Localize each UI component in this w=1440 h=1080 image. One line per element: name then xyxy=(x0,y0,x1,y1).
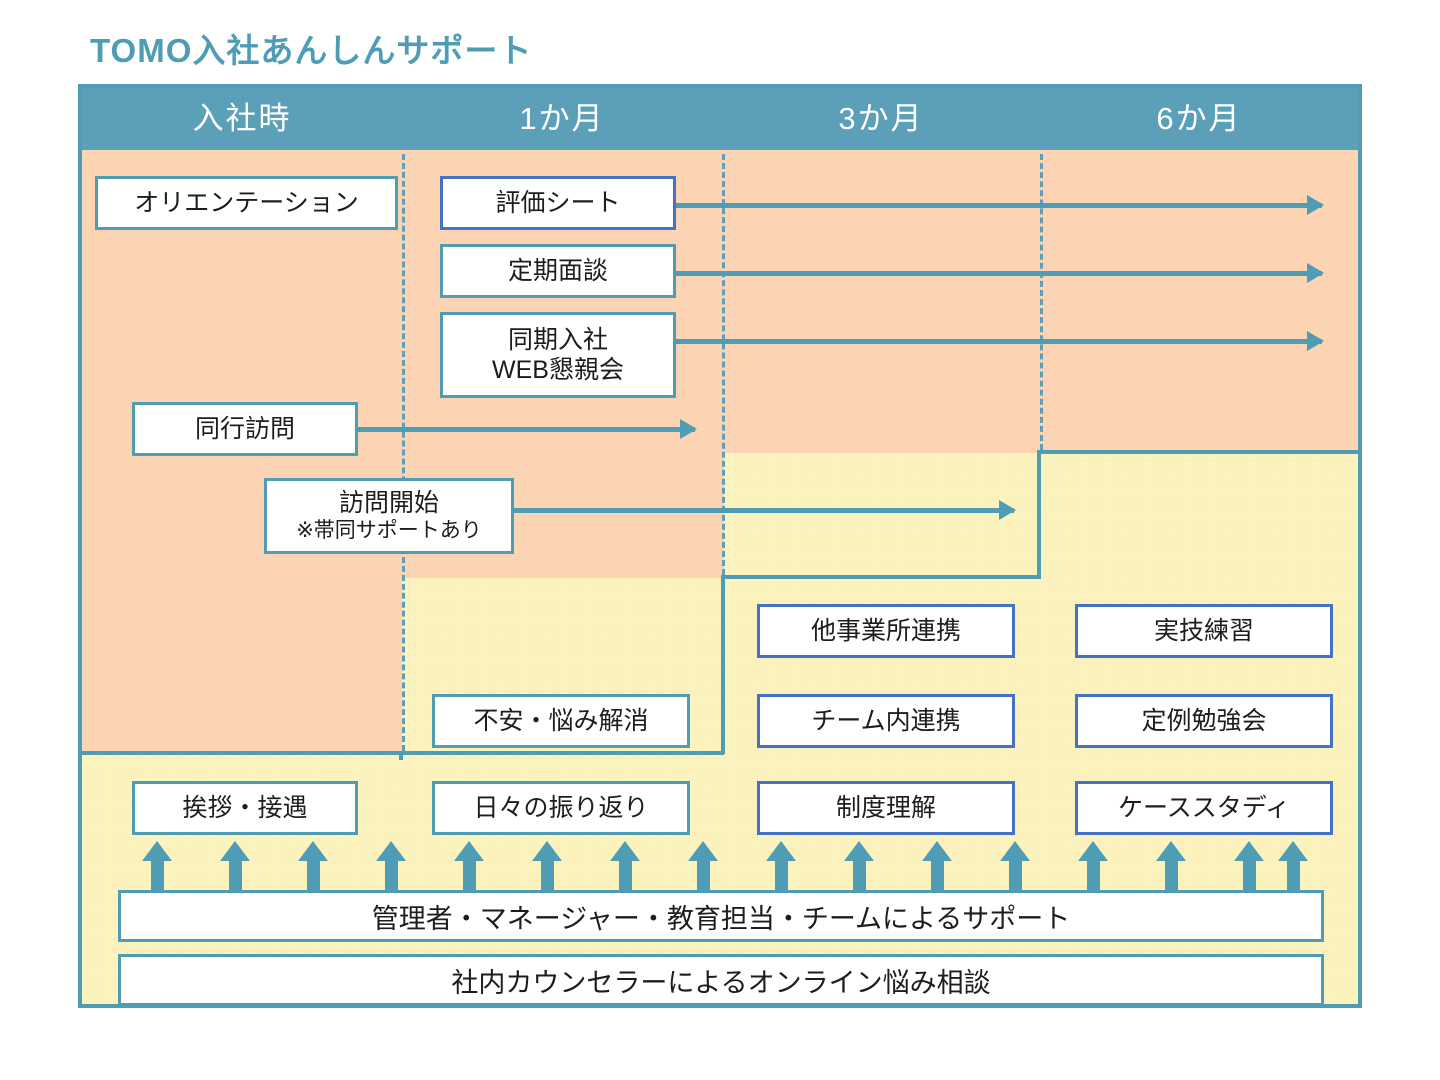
divider-6month xyxy=(1040,154,1043,450)
timeline-header: 入社時 1か月 3か月 6か月 xyxy=(82,88,1358,150)
up-arrow-5 xyxy=(454,841,484,891)
box-team-cooperation[interactable]: チーム内連携 xyxy=(757,694,1015,748)
up-arrow-1 xyxy=(142,841,172,891)
box-accompanied-visit[interactable]: 同行訪問 xyxy=(132,402,358,456)
box-web-party-line1: 同期入社 xyxy=(507,325,608,354)
up-arrow-2 xyxy=(220,841,250,891)
box-daily-reflection[interactable]: 日々の振り返り xyxy=(432,781,690,835)
arrow-web-party xyxy=(674,331,1324,351)
step-edge-h-6mo xyxy=(1040,450,1358,454)
banner-counselor[interactable]: 社内カウンセラーによるオンライン悩み相談 xyxy=(118,954,1324,1006)
box-evaluation-sheet[interactable]: 評価シート xyxy=(440,176,676,230)
box-regular-interview[interactable]: 定期面談 xyxy=(440,244,676,298)
box-case-study[interactable]: ケーススタディ xyxy=(1075,781,1333,835)
box-other-office[interactable]: 他事業所連携 xyxy=(757,604,1015,658)
up-arrow-4 xyxy=(376,841,406,891)
diagram-frame: 入社時 1か月 3か月 6か月 オリエンテーション 評価シート 定期面談 同期入… xyxy=(78,84,1362,1008)
step-edge-v-3mo xyxy=(721,575,725,754)
step-edge-bottom-left xyxy=(82,751,403,755)
banner-support[interactable]: 管理者・マネージャー・教育担当・チームによるサポート xyxy=(118,890,1324,942)
box-visit-start-line2: ※帯同サポートあり xyxy=(296,519,482,543)
arrow-visit-start xyxy=(514,500,1016,520)
box-regular-study[interactable]: 定例勉強会 xyxy=(1075,694,1333,748)
header-cell-2: 3か月 xyxy=(838,101,924,136)
step-edge-h-3mo xyxy=(724,575,1041,579)
up-arrow-15 xyxy=(1234,841,1264,891)
up-arrow-6 xyxy=(532,841,562,891)
step-edge-h-1mo xyxy=(402,751,724,755)
divider-3month xyxy=(722,154,725,575)
up-arrow-8 xyxy=(688,841,718,891)
box-web-party-line2: WEB懇親会 xyxy=(492,356,624,384)
up-arrow-16 xyxy=(1278,841,1308,891)
header-cell-0: 入社時 xyxy=(192,101,292,136)
up-arrow-13 xyxy=(1078,841,1108,891)
arrow-accompanied-visit xyxy=(358,419,697,439)
box-practical-training[interactable]: 実技練習 xyxy=(1075,604,1333,658)
up-arrow-3 xyxy=(298,841,328,891)
box-anxiety-relief[interactable]: 不安・悩み解消 xyxy=(432,694,690,748)
box-web-party[interactable]: 同期入社 WEB懇親会 xyxy=(440,312,676,398)
box-visit-start[interactable]: 訪問開始 ※帯同サポートあり xyxy=(264,478,514,554)
up-arrow-9 xyxy=(766,841,796,891)
up-arrow-12 xyxy=(1000,841,1030,891)
box-orientation[interactable]: オリエンテーション xyxy=(95,176,398,230)
divider-1month xyxy=(402,154,405,751)
header-cell-1: 1か月 xyxy=(519,101,605,136)
page-title: TOMO入社あんしんサポート xyxy=(90,32,533,69)
up-arrow-7 xyxy=(610,841,640,891)
box-system-understanding[interactable]: 制度理解 xyxy=(757,781,1015,835)
header-cell-3: 6か月 xyxy=(1156,101,1242,136)
up-arrow-10 xyxy=(844,841,874,891)
up-arrow-14 xyxy=(1156,841,1186,891)
step-edge-v-6mo xyxy=(1037,450,1041,578)
arrow-regular-interview xyxy=(674,263,1324,283)
up-arrow-11 xyxy=(922,841,952,891)
box-greeting[interactable]: 挨拶・接遇 xyxy=(132,781,358,835)
arrow-evaluation-sheet xyxy=(674,195,1324,215)
box-visit-start-line1: 訪問開始 xyxy=(338,488,439,517)
step-edge-v-1mo xyxy=(399,751,403,760)
